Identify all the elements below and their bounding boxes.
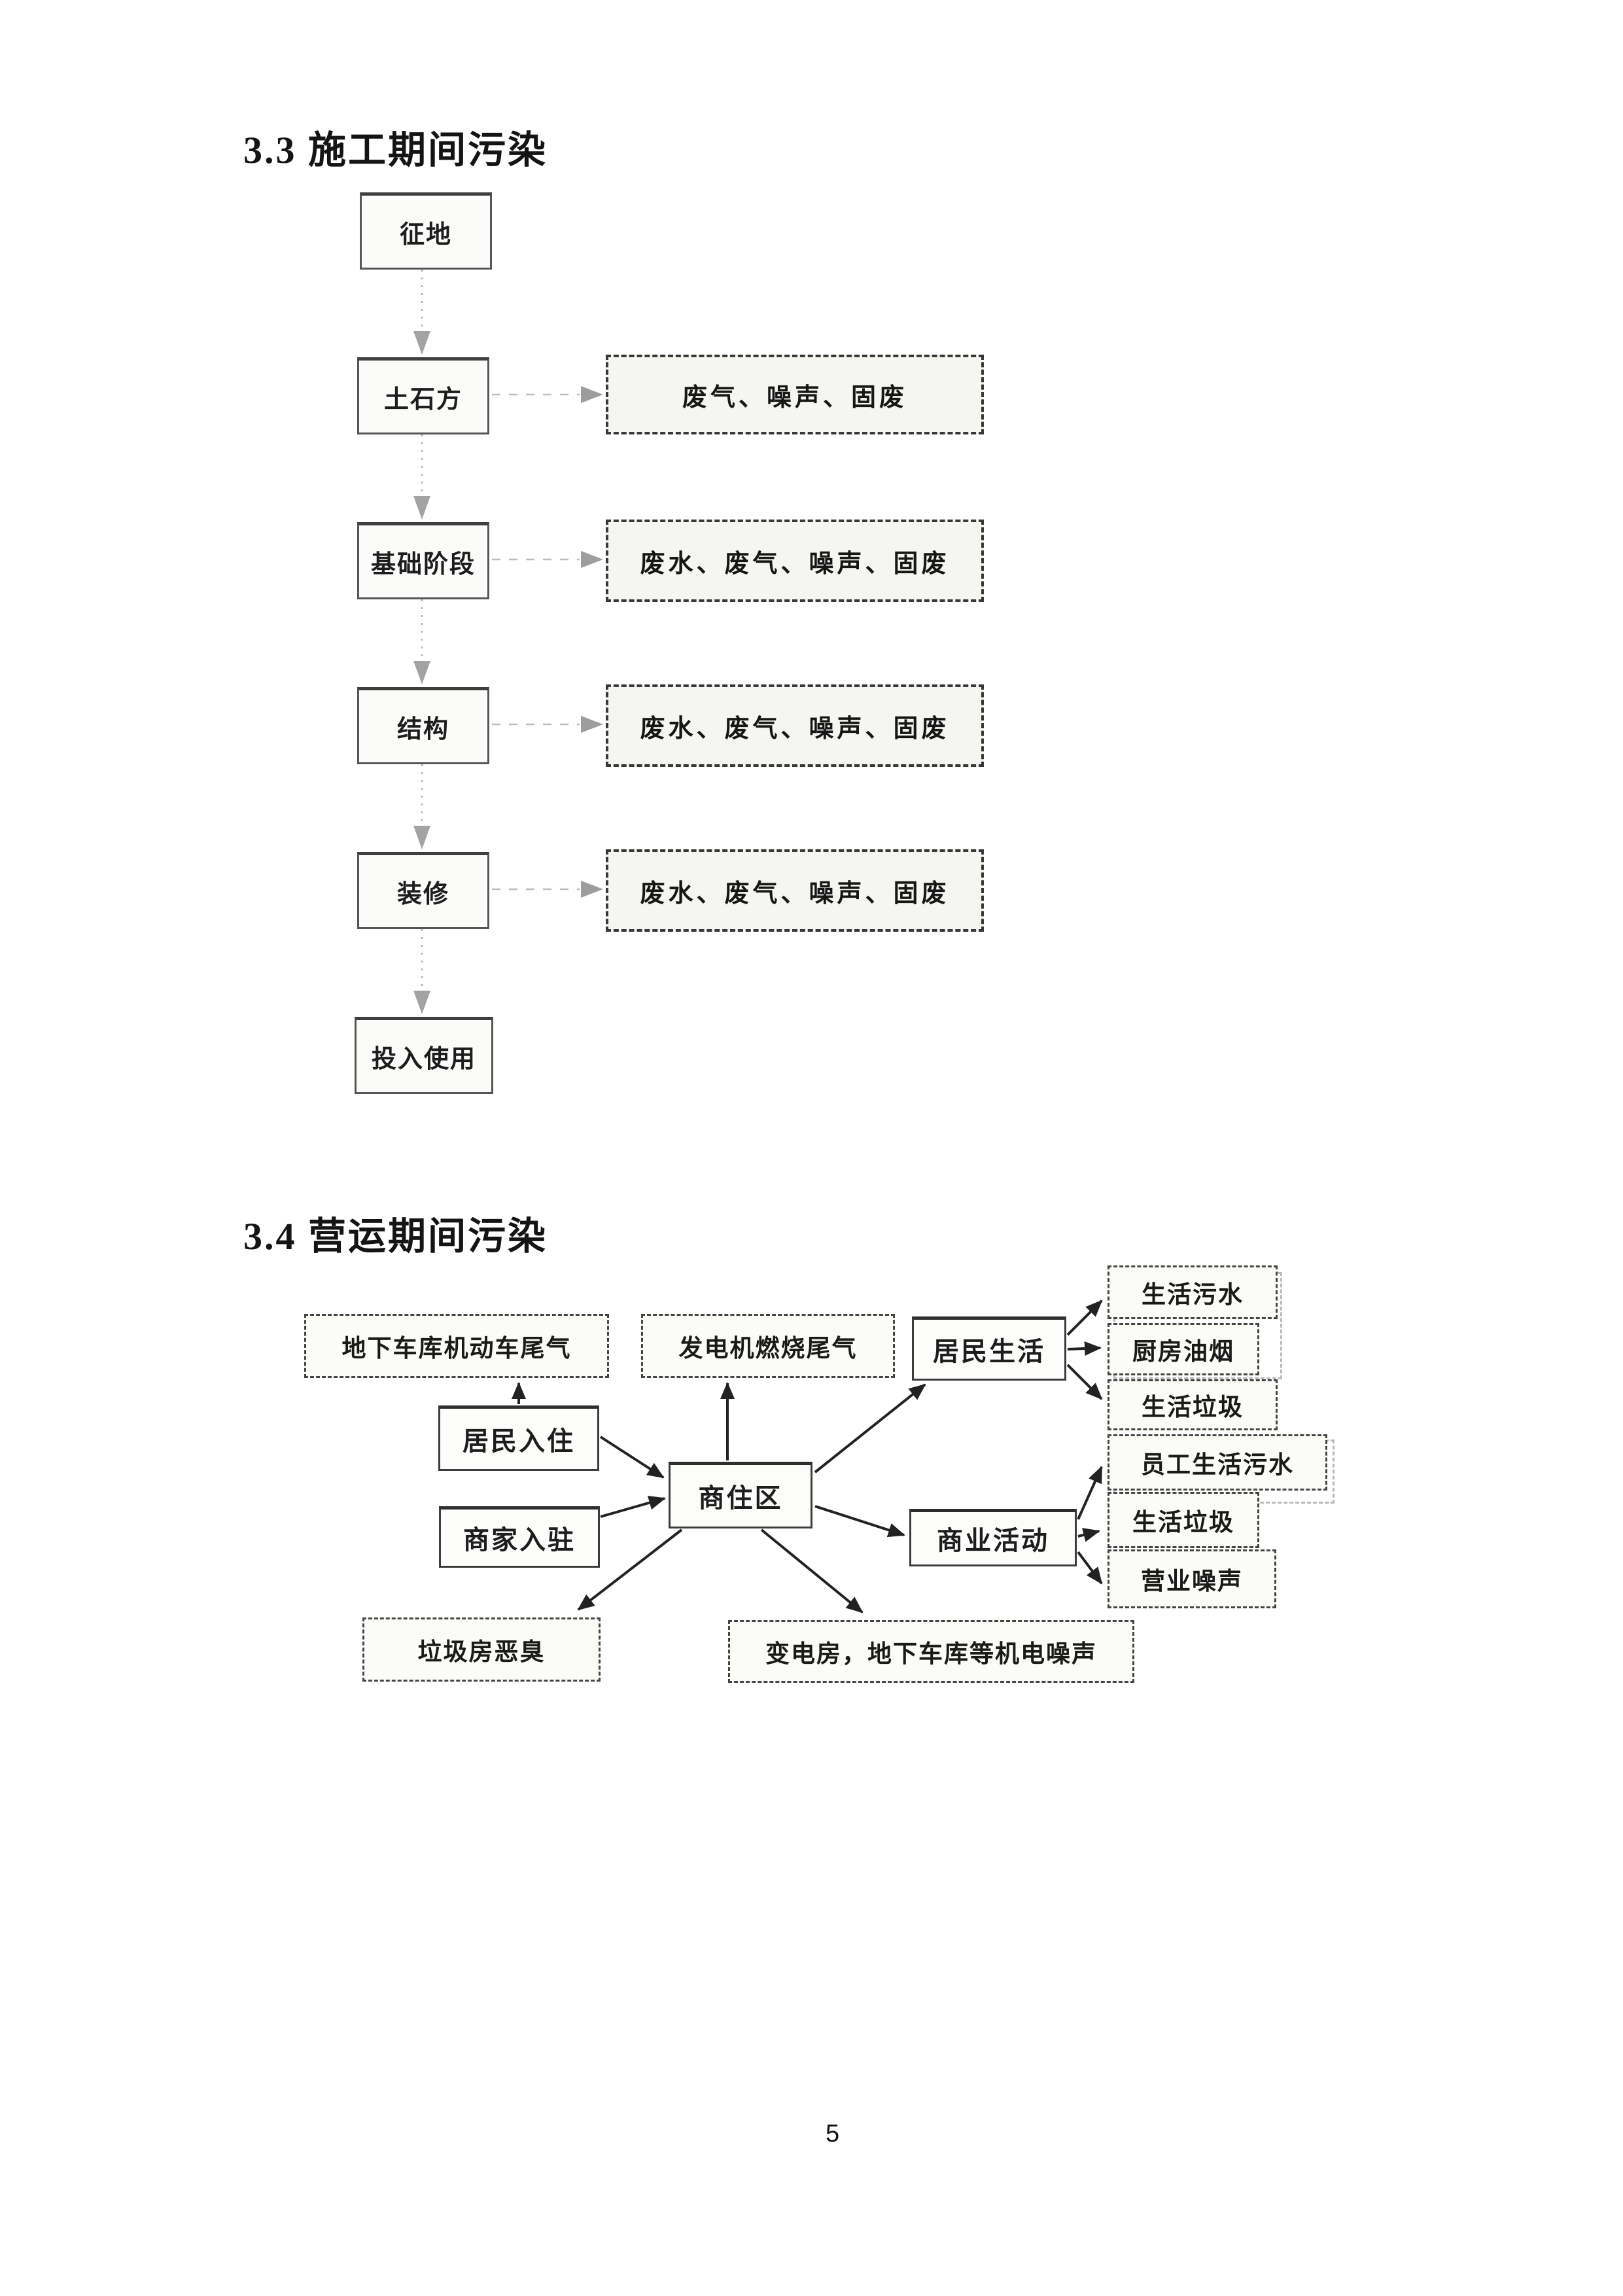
output-box-decoration: 废水、废气、噪声、固废 [606,849,984,932]
node-substation-noise: 变电房，地下车库等机电噪声 [728,1620,1134,1683]
stage-box-decoration: 装修 [357,852,489,929]
stage-box-structure: 结构 [357,687,489,764]
output-box-earthwork: 废气、噪声、固废 [606,355,984,434]
node-business-noise: 营业噪声 [1108,1549,1276,1608]
node-garbage-room-odor: 垃圾房恶臭 [362,1617,601,1682]
stage-box-foundation: 基础阶段 [357,522,489,599]
page-number: 5 [826,2120,840,2147]
stage-box-put-into-use: 投入使用 [355,1017,493,1094]
stage-box-land-acquisition: 征地 [360,192,492,270]
node-generator-exhaust: 发电机燃烧尾气 [641,1314,895,1378]
node-kitchen-fume: 厨房油烟 [1108,1323,1259,1375]
node-domestic-garbage-2: 生活垃圾 [1108,1492,1259,1548]
heading-operation-pollution: 3.4 营运期间污染 [243,1215,548,1258]
node-garage-exhaust: 地下车库机动车尾气 [304,1314,609,1378]
node-staff-sewage: 员工生活污水 [1108,1434,1327,1491]
node-business-activity: 商业活动 [909,1509,1077,1566]
node-merchant-movein: 商家入驻 [439,1506,600,1568]
node-resident-movein: 居民入住 [438,1405,599,1471]
output-box-foundation: 废水、废气、噪声、固废 [606,520,984,602]
node-domestic-sewage: 生活污水 [1108,1265,1278,1319]
node-resident-life: 居民生活 [912,1316,1066,1381]
stage-box-earthwork: 土石方 [357,357,489,434]
heading-construction-pollution: 3.3 施工期间污染 [243,129,548,171]
output-box-structure: 废水、废气、噪声、固废 [606,684,984,767]
node-mixed-district: 商住区 [669,1462,812,1528]
node-domestic-garbage-1: 生活垃圾 [1108,1379,1278,1430]
